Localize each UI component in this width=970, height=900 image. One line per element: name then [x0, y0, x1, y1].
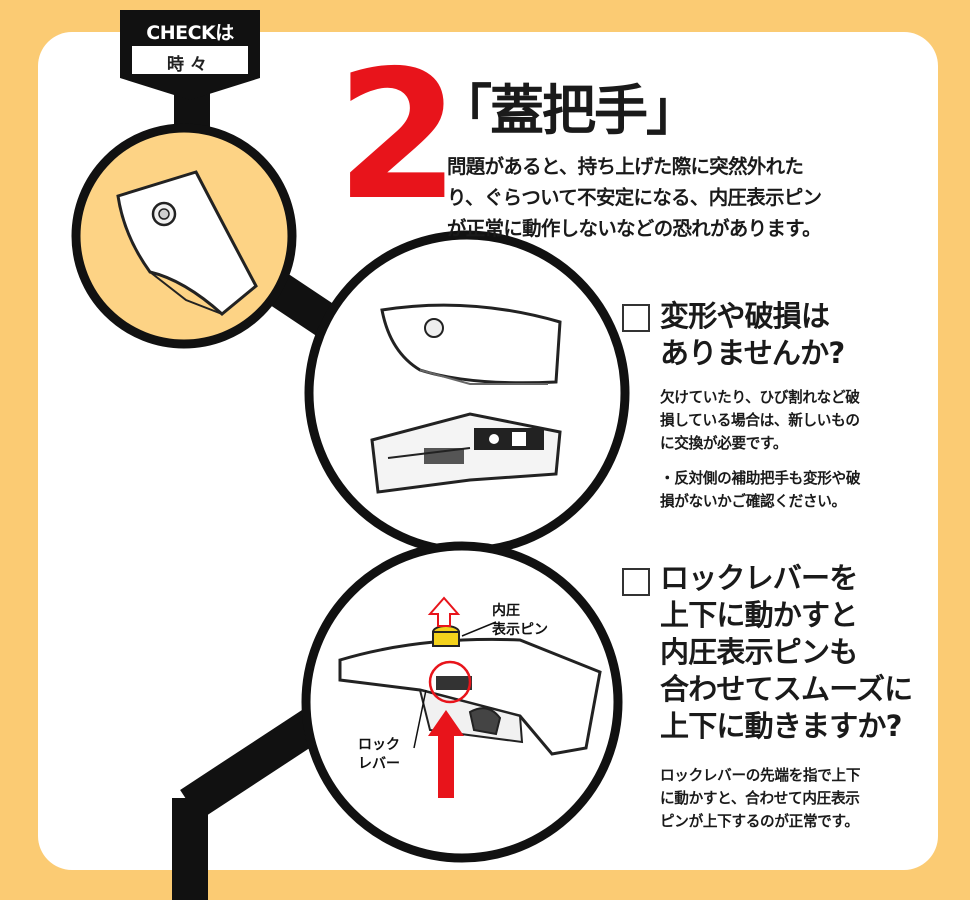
callout-lock-lever: ロック レバー	[358, 737, 400, 772]
check-2-title: ロックレバーを 上下に動かすと 内圧表示ピンも 合わせてスムーズに 上下に動きま…	[660, 561, 913, 743]
check-1-checkbox[interactable]	[622, 304, 650, 332]
intro-text: 問題があると、持ち上げた際に突然外れた り、ぐらついて不安定になる、内圧表示ピン…	[447, 155, 822, 240]
check-2-note: ロックレバーの先端を指で上下 に動かすと、合わせて内圧表示 ピンが上下するのが正…	[660, 767, 861, 830]
check-2-checkbox[interactable]	[622, 568, 650, 596]
lock-lever-circle	[301, 541, 623, 863]
badge-label-frequency: 時々	[167, 55, 213, 75]
badge-label-check: CHECKは	[146, 22, 234, 44]
check-badge	[120, 10, 260, 100]
handle-thumbnail-circle	[71, 123, 297, 349]
check-1-note: 欠けていたり、ひび割れなど破 損している場合は、新しいもの に交換が必要です。	[660, 389, 860, 452]
handle-detail-circle	[304, 230, 630, 556]
step-number: 2	[336, 32, 460, 239]
check-1-title: 変形や破損は ありませんか?	[660, 299, 845, 370]
check-1-subnote: ・反対側の補助把手も変形や破 損がないかご確認ください。	[660, 470, 861, 510]
callout-pressure-pin: 内圧 表示ピン	[492, 603, 548, 638]
section-title: 「蓋把手」	[438, 79, 700, 142]
